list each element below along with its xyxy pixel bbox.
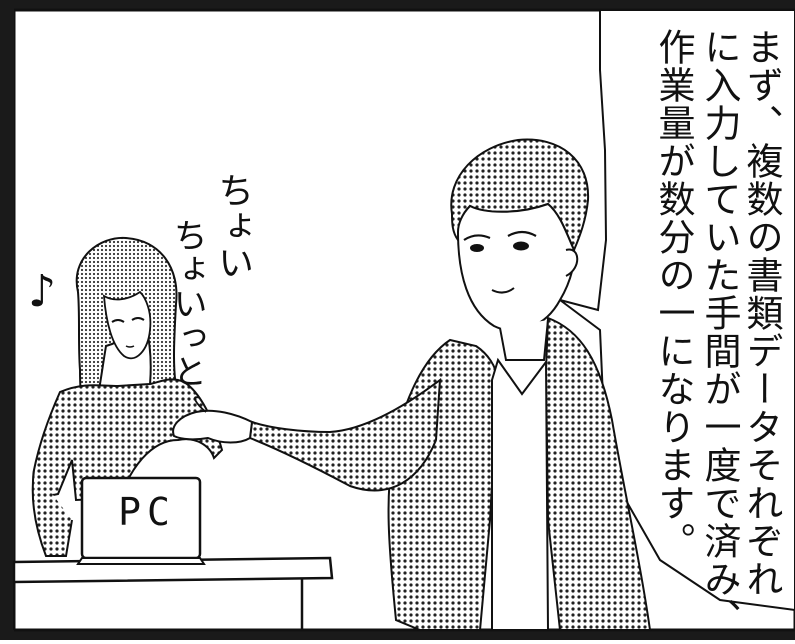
- caption-line-2: に入力していた手間が一度で済み、: [698, 28, 741, 636]
- woman-figure: [31, 236, 224, 557]
- caption-line-1: まず、複数の書類データそれぞれ: [740, 28, 783, 598]
- man-figure: [172, 138, 652, 631]
- laptop: [76, 476, 206, 565]
- sound-effect-line-1: ちょい: [212, 172, 253, 280]
- caption-line-3: 作業量が数分の一になります。: [652, 28, 695, 560]
- sound-effect-line-2: ちょいっと: [167, 218, 207, 388]
- laptop-label: PC: [118, 490, 176, 534]
- music-note-icon: ♪: [28, 266, 57, 317]
- left-gutter: [0, 0, 14, 640]
